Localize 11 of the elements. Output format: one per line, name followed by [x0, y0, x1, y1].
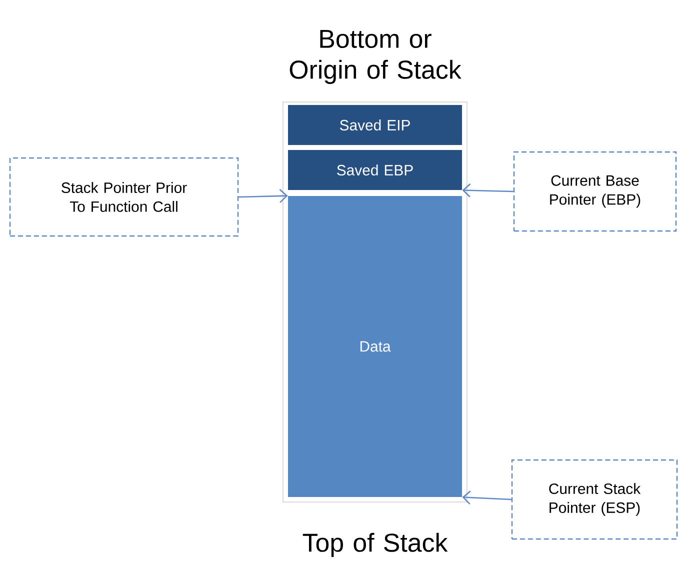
stack-slot: Saved EIP	[288, 104, 462, 145]
stack-end-label: Bottom or Origin of Stack	[290, 30, 462, 84]
stack-slot: Saved EBP	[288, 150, 462, 190]
callout-box: Current Base Pointer (EBP)	[513, 151, 677, 232]
arrow	[238, 189, 288, 203]
stack-slot: Data	[288, 196, 462, 497]
stack-end-label: Top of Stack	[302, 532, 448, 558]
arrow	[462, 490, 512, 504]
callout-box: Stack Pointer Prior To Function Call	[9, 157, 239, 237]
callout-box: Current Stack Pointer (ESP)	[511, 459, 678, 540]
arrow	[462, 183, 514, 198]
